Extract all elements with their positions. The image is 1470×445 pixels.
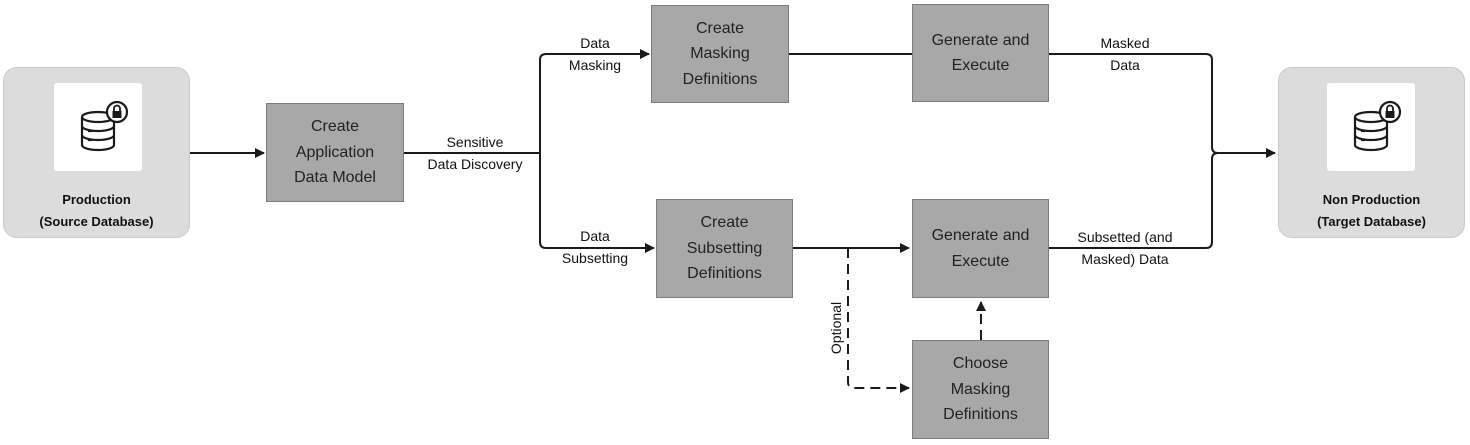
edge-branch-to-masking [539, 49, 650, 153]
create-subsetting-definitions-box: Create Subsetting Definitions [656, 199, 793, 298]
source-database-label: Production (Source Database) [4, 189, 189, 233]
target-database-subtitle: (Target Database) [1317, 214, 1426, 229]
sensitive-data-discovery-label: Sensitive Data Discovery [414, 131, 536, 175]
process-line: Generate and [931, 31, 1030, 49]
masked-data-label: Masked Data [1085, 32, 1165, 76]
process-line: Create [695, 19, 744, 37]
process-line: Definitions [687, 265, 762, 283]
target-database-label: Non Production (Target Database) [1279, 189, 1464, 233]
source-database-title: Production [62, 192, 131, 207]
process-line: Data Model [294, 169, 376, 187]
choose-masking-definitions-box: Choose Masking Definitions [912, 340, 1049, 439]
process-line: Application [295, 143, 375, 161]
edge-label-line: Data [1110, 57, 1140, 73]
target-database-title: Non Production [1322, 192, 1421, 207]
process-line: Generate and [931, 227, 1030, 244]
generate-and-execute-masking-box: Generate and Execute [912, 4, 1049, 102]
process-line: Create [700, 214, 749, 232]
process-line: Execute [951, 252, 1010, 270]
edge-label-line: Masking [568, 57, 622, 73]
process-line: Create [310, 118, 359, 136]
data-masking-label: Data Masking [555, 32, 635, 76]
process-line: Execute [951, 57, 1010, 74]
generate-and-execute-subsetting-box: Generate and Execute [912, 199, 1049, 298]
edge-label-line: Data [580, 35, 610, 51]
process-line: Definitions [682, 70, 758, 88]
edge-label-line: Subsetted (and [1077, 229, 1173, 245]
source-database-icon-box [54, 83, 142, 171]
edge-label-line: Data Discovery [427, 156, 523, 172]
edge-optional-to-choose-masking [847, 248, 910, 393]
data-subsetting-label: Data Subsetting [550, 225, 640, 269]
source-database-subtitle: (Source Database) [39, 214, 154, 229]
target-database-panel: Non Production (Target Database) [1278, 67, 1465, 238]
process-line: Masking [950, 380, 1011, 398]
edge-branch-to-subsetting [539, 153, 655, 253]
edge-generate-bottom-to-target [1049, 152, 1219, 249]
create-application-data-model-box: Create Application Data Model [266, 103, 404, 202]
edge-label-line: Data [580, 228, 610, 244]
create-masking-definitions-box: Create Masking Definitions [651, 5, 789, 103]
process-line: Choose [952, 355, 1009, 373]
target-database-icon-box [1327, 83, 1415, 171]
process-line: Subsetting [686, 239, 763, 257]
source-database-panel: Production (Source Database) [3, 67, 190, 238]
database-lock-icon [1353, 100, 1402, 152]
edge-label-line: Sensitive [446, 134, 504, 150]
edge-label-line: Masked) Data [1081, 251, 1169, 267]
process-line: Definitions [943, 406, 1018, 424]
edge-label-line: Subsetting [561, 250, 629, 266]
process-line: Masking [690, 45, 750, 63]
subsetted-masked-data-label: Subsetted (and Masked) Data [1060, 226, 1190, 270]
database-lock-icon [80, 100, 129, 152]
edge-label-line: Masked [1100, 35, 1150, 51]
optional-label: Optional [828, 301, 844, 355]
